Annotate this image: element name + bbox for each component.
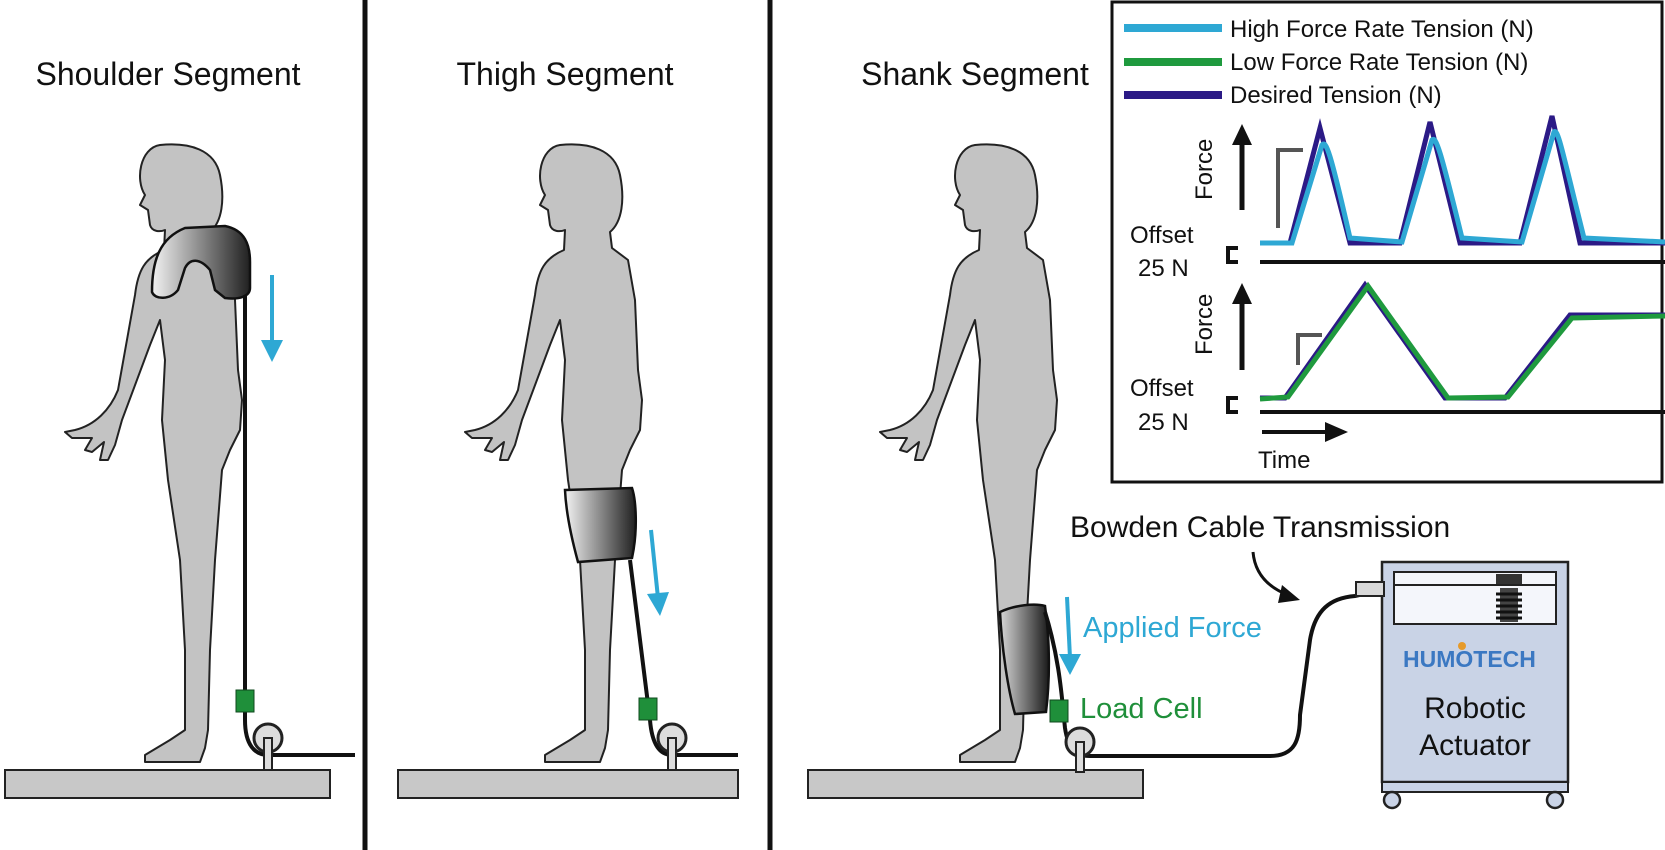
load-cell xyxy=(235,689,255,713)
offset-bracket xyxy=(1226,246,1238,264)
legend: High Force Rate Tension (N) Low Force Ra… xyxy=(1124,16,1534,109)
bowden-cable xyxy=(628,559,738,757)
pulley-post xyxy=(263,737,273,771)
step-indicator xyxy=(1276,148,1303,228)
bottom-ylabel: Force xyxy=(1191,294,1218,355)
human-figure xyxy=(64,143,243,763)
applied-force-label: Applied Force xyxy=(1083,612,1262,644)
shank-panel: Applied Force Load Cell xyxy=(807,143,1383,799)
bowden-cable xyxy=(243,295,355,757)
applied-force-arrow xyxy=(647,529,669,616)
force-arrow-icon xyxy=(1232,124,1252,145)
applied-force-arrow xyxy=(261,275,283,362)
platform xyxy=(4,769,331,799)
top-plot: Force Offset 25 N xyxy=(1130,115,1665,282)
offset-bracket xyxy=(1226,396,1238,414)
bowden-cable-label: Bowden Cable Transmission xyxy=(1070,511,1450,544)
actuator-label-line1: Robotic xyxy=(1424,692,1526,725)
cable-connector xyxy=(1355,581,1385,597)
top-offset-line2: 25 N xyxy=(1138,255,1189,282)
wheel xyxy=(1382,790,1402,810)
humotech-logo: HUMOTECH xyxy=(1403,646,1536,672)
step-indicator xyxy=(1296,333,1322,365)
desired-tension-line xyxy=(1260,115,1665,246)
bottom-plot: Force Offset 25 N Time xyxy=(1130,280,1665,474)
platform xyxy=(807,769,1144,799)
logo-spark-icon xyxy=(1458,642,1466,650)
actuator-label-line2: Actuator xyxy=(1419,729,1531,762)
bottom-offset-line2: 25 N xyxy=(1138,409,1189,436)
pulley-post xyxy=(1075,741,1085,773)
top-ylabel: Force xyxy=(1191,139,1218,200)
thigh-cuff xyxy=(563,486,638,564)
top-offset-line1: Offset xyxy=(1130,222,1194,249)
robotic-actuator: HUMOTECH Robotic Actuator xyxy=(1355,560,1570,810)
tension-inset: High Force Rate Tension (N) Low Force Ra… xyxy=(1110,0,1665,484)
legend-label-high: High Force Rate Tension (N) xyxy=(1230,16,1534,43)
force-arrow-icon xyxy=(1232,283,1252,304)
wheel xyxy=(1545,790,1565,810)
platform xyxy=(397,769,739,799)
time-arrow-head-icon xyxy=(1325,422,1348,442)
legend-label-low: Low Force Rate Tension (N) xyxy=(1230,49,1528,76)
spring-icon xyxy=(1496,588,1522,622)
pulley-post xyxy=(667,737,677,771)
bowden-cable xyxy=(1043,588,1383,758)
applied-force-arrow xyxy=(1059,596,1081,675)
actuator-window xyxy=(1393,571,1557,625)
shoulder-panel xyxy=(4,143,355,799)
legend-label-desired: Desired Tension (N) xyxy=(1230,82,1442,109)
shank-cuff xyxy=(998,603,1051,716)
load-cell xyxy=(638,697,658,721)
title-thigh: Thigh Segment xyxy=(456,56,673,92)
load-cell xyxy=(1049,699,1069,723)
thigh-panel xyxy=(397,143,739,799)
bowden-pointer-arrow xyxy=(1251,551,1300,603)
human-figure xyxy=(464,143,643,763)
title-shank: Shank Segment xyxy=(861,56,1089,92)
bottom-offset-line1: Offset xyxy=(1130,375,1194,402)
load-cell-label: Load Cell xyxy=(1080,693,1203,725)
low-rate-tension-line xyxy=(1259,281,1665,402)
high-rate-tension-line xyxy=(1260,129,1665,246)
bottom-xlabel: Time xyxy=(1258,447,1310,474)
title-shoulder: Shoulder Segment xyxy=(35,56,300,92)
